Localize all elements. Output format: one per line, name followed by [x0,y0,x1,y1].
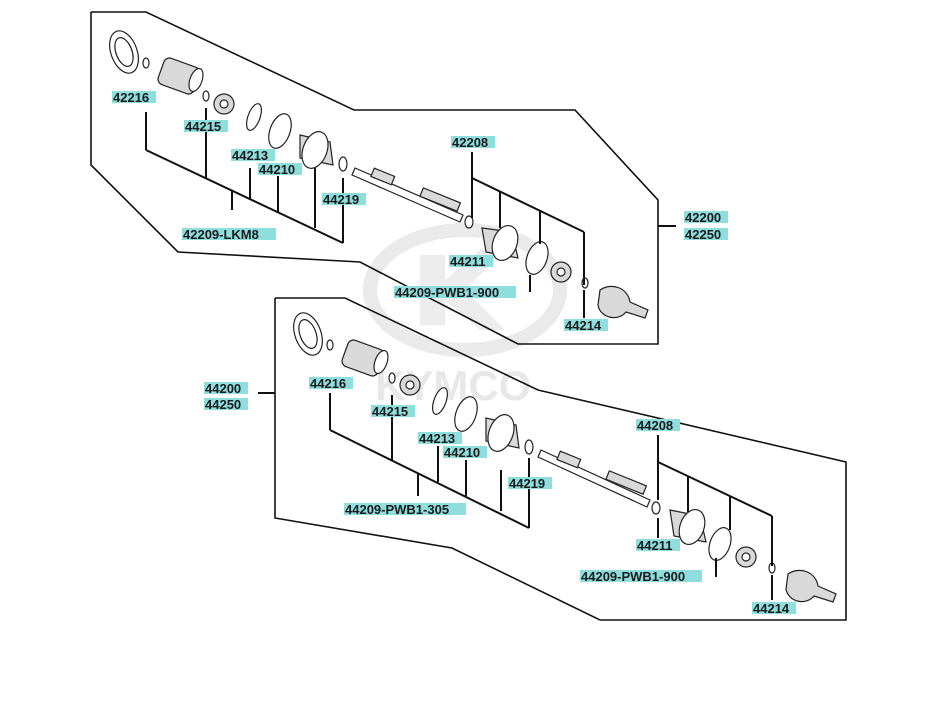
label-42208: 42208 [452,135,488,150]
label-44209-pwb1-305: 44209-PWB1-305 [345,502,449,517]
label-44213: 44213 [232,148,268,163]
label-44209-pwb1-900: 44209-PWB1-900 [581,569,685,584]
label-44210: 44210 [444,445,480,460]
label-44219: 44219 [509,476,545,491]
upper-frame [90,11,659,345]
watermark-text: KYMCO [375,362,531,409]
kymco-watermark: KYMCO [363,223,567,409]
label-44210: 44210 [259,162,295,177]
label-44219: 44219 [323,192,359,207]
lower-parts [293,312,837,603]
label-44200: 44200 [205,381,241,396]
label-44216: 44216 [310,376,346,391]
label-42209-lkm8: 42209-LKM8 [183,227,259,242]
label-44211: 44211 [450,254,485,269]
lower-assembly: 44200 44250 44216 44215 44213 44210 4421… [204,297,847,621]
upper-parts [109,30,649,319]
lower-labels: 44200 44250 44216 44215 44213 44210 4421… [204,376,796,616]
upper-assembly: 42216 44215 44213 44210 44219 42209-LKM8… [90,11,728,345]
upper-labels: 42216 44215 44213 44210 44219 42209-LKM8… [112,90,728,333]
lower-frame [274,297,847,621]
label-44215: 44215 [185,119,221,134]
label-42216: 42216 [113,90,149,105]
upper-leaders [145,108,676,318]
label-44213: 44213 [419,431,455,446]
label-44214: 44214 [753,601,790,616]
label-44250: 44250 [205,397,241,412]
label-44214: 44214 [565,318,602,333]
label-44215: 44215 [372,404,408,419]
lower-leaders [258,392,773,600]
label-44208: 44208 [637,418,673,433]
label-44211: 44211 [637,538,672,553]
label-42200: 42200 [685,210,721,225]
label-44209-pwb1-900: 44209-PWB1-900 [395,285,499,300]
label-42250: 42250 [685,227,721,242]
